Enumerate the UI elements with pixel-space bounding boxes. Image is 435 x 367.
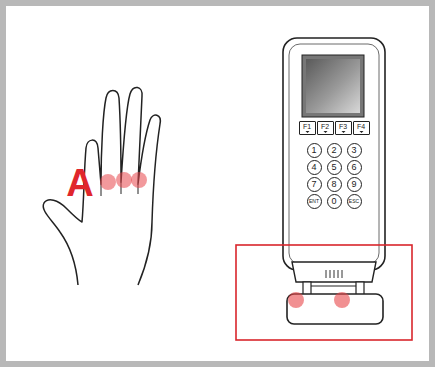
key-label: 3 [351,146,356,155]
touch-dot [334,292,350,308]
keypad-key: 5 [327,160,342,175]
hand [43,87,160,285]
function-key: F4 [353,121,370,135]
keypad-key: 2 [327,143,342,158]
key-label: 8 [331,180,336,189]
device-body [283,38,385,270]
key-label: 4 [311,163,316,172]
keypad-key: 4 [307,160,322,175]
key-label: F4 [357,123,365,130]
keypad-key: 3 [347,143,362,158]
sensor-grille [326,270,342,278]
key-label: 7 [311,180,316,189]
key-label: 1 [311,146,316,155]
touch-dot [100,174,116,190]
arrow-mark [341,131,345,133]
key-label: 5 [331,163,336,172]
key-label: 2 [331,146,336,155]
keypad-key: ENT [307,194,322,209]
keypad-key: 7 [307,177,322,192]
screen-frame [302,55,364,117]
key-label: 6 [351,163,356,172]
guide-rail [311,286,356,287]
arrow-mark [323,131,327,133]
screen [306,59,360,113]
device-bezel [289,44,379,264]
function-key: F1 [299,121,316,135]
key-label: ESC [349,199,359,204]
keypad-key: 8 [327,177,342,192]
highlight-box [236,245,412,340]
keypad-key: 6 [347,160,362,175]
arrow-mark [305,131,309,133]
key-label: F2 [321,123,329,130]
callout-letter: A [66,164,93,202]
touch-dot [131,172,147,188]
key-label: 9 [351,180,356,189]
key-label: ENT [309,199,319,204]
keypad-key: 1 [307,143,322,158]
keypad-key: 0 [327,194,342,209]
function-key: F2 [317,121,334,135]
keypad-key: 9 [347,177,362,192]
key-label: F1 [303,123,311,130]
key-label: 0 [331,197,336,206]
key-label: F3 [339,123,347,130]
arrow-mark [359,131,363,133]
keypad-key: ESC [347,194,362,209]
frame [3,3,432,364]
function-key: F3 [335,121,352,135]
touch-dot [288,292,304,308]
touch-dot [116,172,132,188]
scanner-base [292,262,376,282]
